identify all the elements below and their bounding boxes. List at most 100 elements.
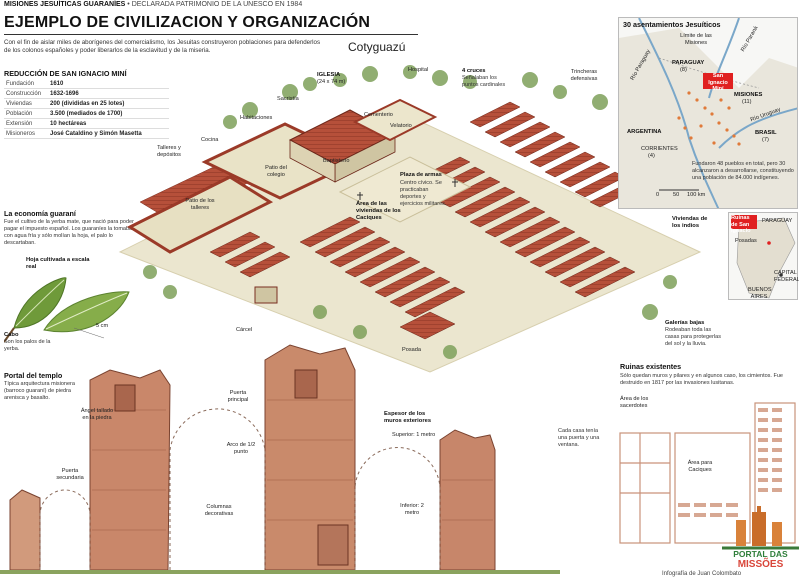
economy-heading: La economía guaraní xyxy=(4,209,76,218)
label-puerta-principal: Puerta principal xyxy=(227,390,249,403)
page-title: EJEMPLO DE CIVILIZACION Y ORGANIZACIÓN xyxy=(4,14,371,31)
fact-value: 10 hectáreas xyxy=(48,118,169,129)
label-velatorio: Velatorio xyxy=(390,123,412,129)
label-baptisterio: Baptisterio xyxy=(323,158,350,164)
intro-text: Con el fin de aislar miles de aborígenes… xyxy=(4,39,321,54)
label-carcel: Cárcel xyxy=(236,327,253,333)
locator-map xyxy=(728,212,798,300)
label-espesor: Espesor de los muros exteriores xyxy=(384,411,432,424)
site-plan-illustration xyxy=(118,65,702,373)
footer-credit: Infografía de Juan Colombato xyxy=(662,571,742,577)
label-columnas: Columnas decorativas xyxy=(204,504,234,517)
fact-value: 1610 xyxy=(48,79,169,89)
facts-heading: REDUCCIÓN DE SAN IGNACIO MINÍ xyxy=(4,69,127,78)
fact-value: José Cataldino y Simón Masetta xyxy=(48,128,169,139)
label-arco: Arco de 1/2 punto xyxy=(226,442,256,455)
map-corrientes: CORRIENTES xyxy=(641,146,678,152)
cabo-text: Son los palos de la yerba. xyxy=(4,339,51,352)
label-plaza: Plaza de armas xyxy=(400,172,442,178)
ruins-sacerdotes: Área de los sacerdotes xyxy=(620,396,649,409)
map-paraguay: PARAGUAY xyxy=(672,60,705,66)
ruins-caciques: Área para Caciques xyxy=(687,460,713,473)
map-corrientes-n: (4) xyxy=(648,153,655,159)
ruins-section xyxy=(600,363,799,578)
ruins-plan-graphic xyxy=(619,402,796,544)
label-plaza-text: Centro cívico. Se practicaban deportes y… xyxy=(400,180,447,207)
map-argentina: ARGENTINA xyxy=(627,129,662,135)
locator-map-graphic xyxy=(731,215,796,299)
label-superior: Superior: 1 metro xyxy=(392,432,436,438)
map-limite: Límite de las Misiones xyxy=(680,33,712,46)
portal-heading: Portal del templo xyxy=(4,371,63,380)
label-galerias: Galerías bajas xyxy=(665,320,705,326)
region-map-graphic xyxy=(619,18,797,208)
portal-das-missoes-logo: PORTAL DAS MISSÕES xyxy=(722,506,799,572)
label-cementerio: Cementerio xyxy=(364,112,393,118)
label-trincheras: Trincheras defensivas xyxy=(570,69,598,82)
fact-key: Fundación xyxy=(4,79,48,89)
label-posada: Posada xyxy=(402,347,421,353)
ruins-text: Sólo quedan muros y pilares y en algunos… xyxy=(620,373,783,386)
label-iglesia: IGLESIA xyxy=(317,72,341,78)
map-note: Fundaron 48 pueblos en total, pero 30 al… xyxy=(692,161,794,181)
label-cocina: Cocina xyxy=(201,137,219,143)
leaf-size: 5 cm xyxy=(96,323,109,329)
label-puerta-secundaria: Puerta secundaria xyxy=(56,468,84,481)
label-habitaciones: Habitaciones xyxy=(240,115,273,121)
fact-key: Extensión xyxy=(4,118,48,129)
minimap-ba: BUENOS AIRES xyxy=(748,287,772,300)
label-galerias-text: Rodeaban toda las casas para protegerlas… xyxy=(665,327,721,347)
label-inferior: Inferior: 2 metro xyxy=(400,503,424,516)
logo-line1: PORTAL DAS xyxy=(733,549,788,559)
map-heading: 30 asentamientos Jesuíticos xyxy=(623,20,721,29)
region-map xyxy=(618,17,798,209)
fact-key: Viviendas xyxy=(4,98,48,109)
map-misiones: MISIONES xyxy=(734,92,763,98)
map-san-ignacio: San Ignacio Miní xyxy=(708,73,728,93)
minimap-posadas: Posadas xyxy=(735,238,757,244)
label-patio-talleres: Patio de los talleres xyxy=(185,198,215,211)
map-scale-100: 100 km xyxy=(687,192,706,198)
label-angel: Ángel tallado en la piedra xyxy=(80,408,114,421)
logo-line2: MISSÕES xyxy=(737,559,784,570)
yerba-leaf-icon xyxy=(4,277,130,343)
map-brasil-n: (7) xyxy=(762,137,769,143)
economy-text: Fue el cultivo de la yerba mate, que nac… xyxy=(4,219,136,246)
map-scale-50: 50 xyxy=(673,192,680,198)
fact-value: 1632-1696 xyxy=(48,88,169,99)
mission-ruins-logo-icon xyxy=(722,506,799,550)
map-misiones-n: (11) xyxy=(742,99,752,105)
fact-key: Población xyxy=(4,108,48,119)
fact-value: 3.500 (mediados de 1700) xyxy=(48,108,169,119)
minimap-capital: CAPITAL FEDERAL xyxy=(774,270,799,283)
label-viviendas-indios: Viviendas de los indios xyxy=(672,216,708,229)
label-area-caciques: Área de las viviendas de los Caciques xyxy=(356,201,401,221)
topbar-bold: MISIONES JESUÍTICAS GUARANÍES xyxy=(4,1,126,8)
map-scale-0: 0 xyxy=(656,192,660,198)
label-iglesia-size: (24 x 74 m) xyxy=(317,79,346,85)
temple-portal-illustration xyxy=(0,344,560,574)
topbar-rest: • DECLARADA PATRIMONIO DE LA UNESCO EN 1… xyxy=(125,1,303,8)
portal-text: Típica arquitectura misionera (barroco g… xyxy=(4,381,75,401)
minimap-tag: Ruinas de San Ignacio xyxy=(731,215,751,235)
leaf-label: Hoja cultivada a escala real xyxy=(26,257,90,270)
title-divider xyxy=(4,34,418,35)
overlay-caption: Cotyguazú xyxy=(348,40,406,54)
ruins-heading: Ruinas existentes xyxy=(620,362,682,371)
label-patio-colegio: Patio del colegio xyxy=(265,165,287,178)
fact-value: 200 (divididas en 25 lotes) xyxy=(48,98,169,109)
label-talleres-depositos: Talleres y depósitos xyxy=(157,145,181,158)
map-brasil: BRASIL xyxy=(755,130,777,136)
label-hospital: Hospital xyxy=(408,67,429,73)
map-paraguay-n: (8) xyxy=(680,67,687,73)
minimap-paraguay: PARAGUAY xyxy=(762,218,793,224)
fact-key: Construcción xyxy=(4,88,48,99)
label-cruces-text: Señalaban los puntos cardinales xyxy=(462,75,506,88)
label-casa-text: Cada casa tenía una puerta y una ventana… xyxy=(558,428,600,448)
